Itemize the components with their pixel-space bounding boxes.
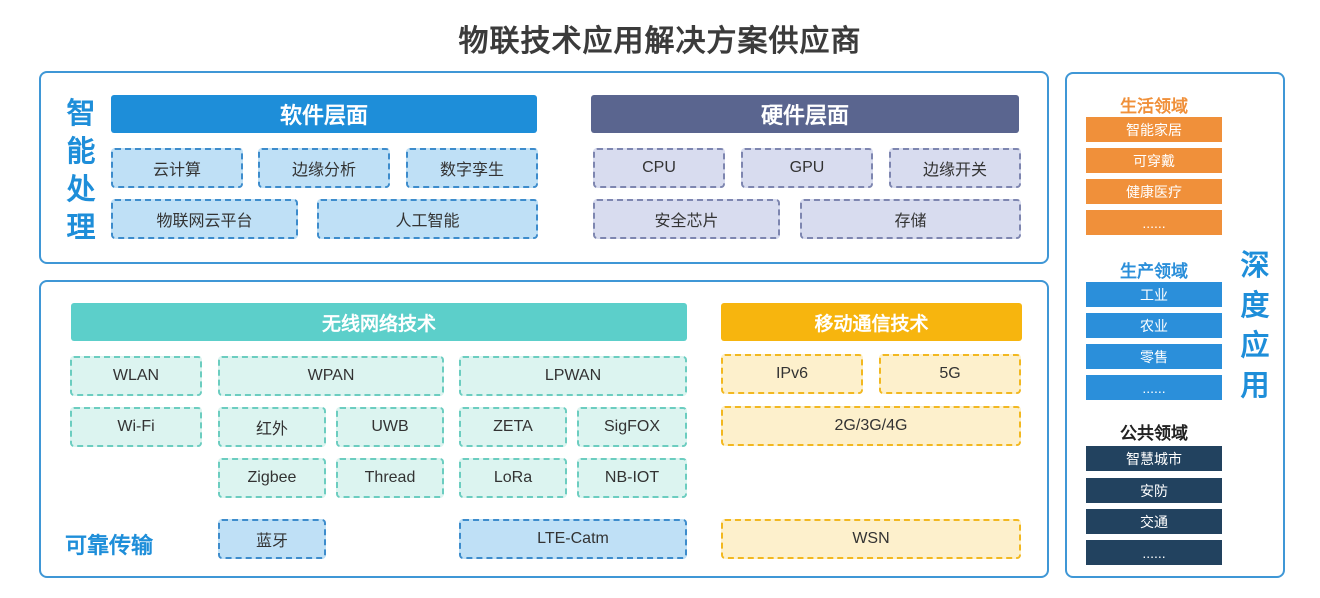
wireless-item-sigfox: SigFOX: [577, 407, 687, 447]
wireless-item-infrared: 红外: [218, 407, 326, 447]
deep-application-label: 深度应用: [1240, 250, 1270, 402]
hardware-item-edge-switch: 边缘开关: [889, 148, 1021, 188]
wireless-item-thread: Thread: [336, 458, 444, 498]
wireless-item-wifi: Wi-Fi: [70, 407, 202, 447]
wireless-item-bluetooth: 蓝牙: [218, 519, 326, 559]
software-item-edge-analytics: 边缘分析: [258, 148, 390, 188]
wireless-item-lte-catm: LTE-Catm: [459, 519, 687, 559]
hardware-item-storage: 存储: [800, 199, 1021, 239]
intelligent-processing-label: 智能处理: [66, 98, 96, 244]
software-header: 软件层面: [111, 95, 537, 133]
public-item-transport: 交通: [1086, 509, 1222, 534]
software-item-cloud-computing: 云计算: [111, 148, 243, 188]
page-title: 物联技术应用解决方案供应商: [458, 25, 862, 58]
production-item-more: ......: [1086, 375, 1222, 400]
life-item-smart-home: 智能家居: [1086, 117, 1222, 142]
public-domain-title: 公共领域: [1120, 424, 1188, 443]
wireless-item-lora: LoRa: [459, 458, 567, 498]
life-item-healthcare: 健康医疗: [1086, 179, 1222, 204]
hardware-item-security-chip: 安全芯片: [593, 199, 780, 239]
mobile-item-2g-3g-4g: 2G/3G/4G: [721, 406, 1021, 446]
wireless-item-uwb: UWB: [336, 407, 444, 447]
mobile-item-wsn: WSN: [721, 519, 1021, 559]
production-domain-title: 生产领域: [1120, 262, 1188, 281]
reliable-transport-panel: 无线网络技术 移动通信技术 WLAN WPAN LPWAN Wi-Fi 红外 U…: [39, 280, 1049, 578]
wireless-item-zeta: ZETA: [459, 407, 567, 447]
public-item-more: ......: [1086, 540, 1222, 565]
wireless-item-wlan: WLAN: [70, 356, 202, 396]
life-item-wearable: 可穿戴: [1086, 148, 1222, 173]
software-item-iot-cloud-platform: 物联网云平台: [111, 199, 298, 239]
wireless-item-nb-iot: NB-IOT: [577, 458, 687, 498]
production-item-industry: 工业: [1086, 282, 1222, 307]
public-item-security: 安防: [1086, 478, 1222, 503]
mobile-item-5g: 5G: [879, 354, 1021, 394]
life-item-more: ......: [1086, 210, 1222, 235]
wireless-item-lpwan: LPWAN: [459, 356, 687, 396]
mobile-header: 移动通信技术: [721, 303, 1022, 341]
life-domain-title: 生活领域: [1120, 97, 1188, 116]
mobile-item-ipv6: IPv6: [721, 354, 863, 394]
wireless-item-zigbee: Zigbee: [218, 458, 326, 498]
reliable-transport-label: 可靠传输: [65, 533, 154, 558]
software-item-ai: 人工智能: [317, 199, 538, 239]
wireless-header: 无线网络技术: [71, 303, 687, 341]
intelligent-processing-panel: 智能处理 软件层面 硬件层面 云计算 边缘分析 数字孪生 物联网云平台 人工智能…: [39, 71, 1049, 264]
production-item-retail: 零售: [1086, 344, 1222, 369]
hardware-header: 硬件层面: [591, 95, 1019, 133]
deep-application-panel: 深度应用 生活领域 智能家居 可穿戴 健康医疗 ...... 生产领域 工业 农…: [1065, 72, 1285, 578]
software-item-digital-twin: 数字孪生: [406, 148, 538, 188]
hardware-item-gpu: GPU: [741, 148, 873, 188]
hardware-item-cpu: CPU: [593, 148, 725, 188]
production-item-agriculture: 农业: [1086, 313, 1222, 338]
wireless-item-wpan: WPAN: [218, 356, 444, 396]
public-item-smart-city: 智慧城市: [1086, 446, 1222, 471]
